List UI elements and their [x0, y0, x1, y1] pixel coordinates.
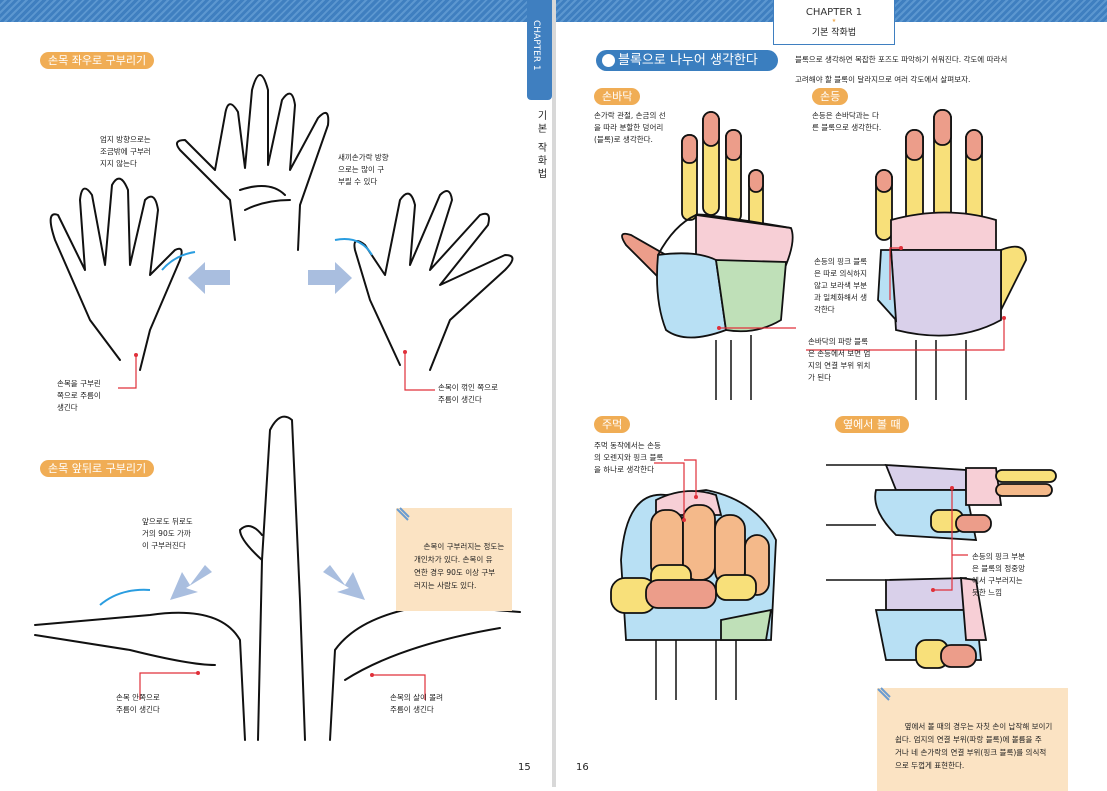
- note-pink-block: 손등의 핑크 블록 은 따로 의식하지 않고 보라색 부분 과 일체화해서 생 …: [814, 257, 868, 314]
- note-back: 손등은 손바닥과는 다 른 블록으로 생각한다.: [812, 111, 882, 132]
- note-pinky-direction: 새끼손가락 방향 으로는 많이 구 부릴 수 있다: [338, 153, 389, 186]
- chapter-tab: [527, 0, 552, 100]
- section-title-front-back-bend: 손목 앞뒤로 구부리기: [40, 460, 155, 477]
- page-number-left: 15: [518, 762, 531, 773]
- section-title: 블록으로 나누어 생각한다: [596, 50, 778, 71]
- chapter-tab-label: CHAPTER 1: [531, 20, 541, 71]
- page-number-right: 16: [576, 762, 589, 773]
- tip-box-side-view: 옆에서 볼 때의 경우는 자칫 손이 납작해 보이기 쉽다. 엄지의 연결 부위…: [877, 687, 1068, 791]
- chapter-subtitle: 기본 작화법: [535, 110, 546, 182]
- note-side-view: 손등의 핑크 부분 은 블록의 정중앙 에서 구부러지는 듯한 느낌: [972, 552, 1026, 597]
- note-blue-block: 손바닥의 파랑 블록 은 손등에서 보면 엄 지의 연결 부위 위치 가 된다: [808, 337, 871, 382]
- label-palm: 손바닥: [594, 88, 641, 105]
- chapter-subtitle: 기본 작화법: [811, 28, 857, 38]
- gutter: [552, 0, 556, 787]
- note-wrinkle-bent-side: 손목을 구부린 쪽으로 주름이 생긴다: [57, 379, 101, 412]
- paperclip-icon: [877, 687, 891, 701]
- label-side-view: 옆에서 볼 때: [835, 416, 909, 433]
- bullet-circle-icon: [602, 54, 615, 67]
- label-back: 손등: [812, 88, 849, 105]
- note-palm: 손가락 관절, 손금의 선 을 따라 분할한 덩어리 (블록)로 생각한다.: [594, 111, 666, 144]
- chapter-label: CHAPTER 1: [805, 7, 863, 18]
- left-page: CHAPTER 1 기본 작화법 손목 좌우로 구부리기 엄지 방향으로는 조금…: [0, 0, 552, 787]
- right-page: CHAPTER 1 ★ 기본 작화법 블록으로 나누어 생각한다 블록으로 생각…: [556, 0, 1107, 791]
- section-title-text: 블록으로 나누어 생각한다: [618, 53, 758, 68]
- tip-text: 손목이 구부러지는 정도는 개인차가 있다. 손목이 유 연한 경우 90도 이…: [414, 542, 505, 590]
- note-wrinkle-folded-side: 손목이 꺾인 쪽으로 주름이 생긴다: [438, 383, 498, 404]
- note-fist: 주먹 동작에서는 손등 의 오렌지와 핑크 블록 을 하나로 생각한다: [594, 441, 664, 474]
- header-band: [0, 0, 527, 22]
- note-wrinkle-inside: 손목 안쪽으로 주름이 생긴다: [116, 693, 160, 714]
- intro-text: 블록으로 생각하면 복잡한 포즈도 파악하기 쉬워진다. 각도에 따라서 고려해…: [795, 55, 1008, 84]
- hand-illustrations-side-bend: [49, 74, 514, 391]
- tip-text: 옆에서 볼 때의 경우는 자칫 손이 납작해 보이기 쉽다. 엄지의 연결 부위…: [895, 722, 1053, 770]
- star-icon: ★: [831, 18, 837, 24]
- note-thumb-direction: 엄지 방향으로는 조금밖에 구부러 지지 않는다: [100, 135, 151, 168]
- block-hand-illustrations: [610, 109, 1057, 700]
- note-wrinkle-flesh: 손목의 살이 몰려 주름이 생긴다: [390, 693, 444, 714]
- section-title-side-bend: 손목 좌우로 구부리기: [40, 52, 155, 69]
- note-ninety-degrees: 앞으로도 뒤로도 거의 90도 가까 이 구부러진다: [142, 517, 193, 550]
- chapter-box: CHAPTER 1 ★ 기본 작화법: [773, 0, 895, 45]
- paperclip-icon: [396, 507, 410, 521]
- label-fist: 주먹: [594, 416, 631, 433]
- tip-box-wrist-flexibility: 손목이 구부러지는 정도는 개인차가 있다. 손목이 유 연한 경우 90도 이…: [396, 507, 512, 611]
